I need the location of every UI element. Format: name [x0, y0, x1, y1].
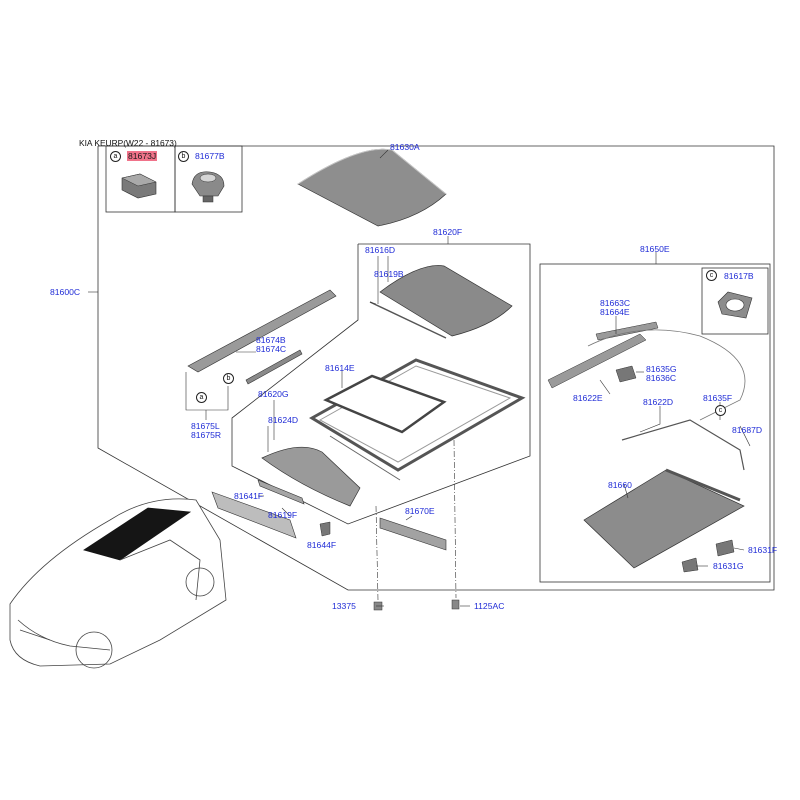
- part-label-81620G[interactable]: 81620G: [258, 389, 289, 399]
- part-label-81620F[interactable]: 81620F: [433, 227, 463, 237]
- roof-rail-left: [187, 289, 337, 373]
- glass-seal-strip: [369, 301, 447, 339]
- part-label-1125AC[interactable]: 1125AC: [474, 601, 505, 611]
- roller-blind-81660: [583, 469, 745, 569]
- roof-rail-trim: [245, 349, 303, 385]
- part-label-81660[interactable]: 81660: [608, 480, 632, 490]
- rear-glass-panel: [379, 265, 513, 337]
- sunroof-glass-icon: [297, 148, 447, 227]
- part-label-81664E[interactable]: 81664E: [600, 307, 630, 317]
- part-label-81619B[interactable]: 81619B: [374, 269, 404, 279]
- inset-box-b: [174, 145, 243, 213]
- motor-81635G: [615, 365, 637, 383]
- part-label-81670E[interactable]: 81670E: [405, 506, 435, 516]
- side-trim-81641F: [211, 491, 297, 539]
- clip-icon: [121, 173, 157, 199]
- assembly-outline: [97, 145, 775, 591]
- part-label-81675L[interactable]: 81675L: [191, 421, 220, 431]
- callout-marker-b: b: [223, 373, 234, 384]
- part-label-81630A[interactable]: 81630A: [390, 142, 420, 152]
- callout-marker-c: c: [715, 405, 726, 416]
- part-label-81622E[interactable]: 81622E: [573, 393, 603, 403]
- blind-group-outline: [539, 263, 771, 583]
- part-label-81663C[interactable]: 81663C: [600, 298, 631, 308]
- part-label-81644F[interactable]: 81644F: [307, 540, 337, 550]
- part-label-81616D[interactable]: 81616D: [365, 245, 396, 255]
- side-trim-81619F: [257, 479, 305, 505]
- part-label-81674C[interactable]: 81674C: [256, 344, 287, 354]
- grommet-icon: [191, 171, 225, 203]
- part-label-81614E[interactable]: 81614E: [325, 363, 355, 373]
- drain-trim-81670E: [379, 517, 447, 551]
- part-label-81631G[interactable]: 81631G: [713, 561, 744, 571]
- part-label-81619F[interactable]: 81619F: [268, 510, 298, 520]
- diagram-title: KIA KEURP(W22 - 81673): [79, 138, 177, 148]
- part-label-81687D[interactable]: 81687D: [732, 425, 763, 435]
- bracket-81631G: [681, 557, 699, 573]
- part-label-81677B[interactable]: 81677B: [195, 151, 225, 161]
- blind-bar: [665, 468, 741, 502]
- wind-deflector: [261, 446, 361, 507]
- guide-rail-81663C: [595, 321, 659, 341]
- part-label-81617B[interactable]: 81617B: [724, 271, 754, 281]
- fastener-1125AC: [451, 599, 460, 610]
- part-label-81673J[interactable]: 81673J: [127, 151, 158, 161]
- part-label-81636C[interactable]: 81636C: [646, 373, 677, 383]
- guide-rail-81622E: [547, 333, 647, 389]
- inset-marker-a: a: [110, 151, 121, 162]
- bracket-81631F: [715, 539, 735, 557]
- cable-guide: [587, 329, 746, 421]
- cable-81622D: [621, 419, 745, 471]
- part-label-81600C[interactable]: 81600C: [50, 287, 81, 297]
- inset-marker-c: c: [706, 270, 717, 281]
- inset-marker-b: b: [178, 151, 189, 162]
- part-label-81631F[interactable]: 81631F: [748, 545, 778, 555]
- part-label-81635G[interactable]: 81635G: [646, 364, 677, 374]
- leader-lines: [88, 149, 751, 607]
- callout-marker-a: a: [196, 392, 207, 403]
- part-label-81674B[interactable]: 81674B: [256, 335, 286, 345]
- part-label-81675R[interactable]: 81675R: [191, 430, 222, 440]
- part-label-81635F[interactable]: 81635F: [703, 393, 733, 403]
- part-label-81650E[interactable]: 81650E: [640, 244, 670, 254]
- part-label-13375[interactable]: 13375: [332, 601, 356, 611]
- part-label-81641F[interactable]: 81641F: [234, 491, 264, 501]
- seal-ring-icon: [717, 291, 753, 319]
- car-outline-icon: [9, 498, 227, 669]
- part-label-81624D[interactable]: 81624D: [268, 415, 299, 425]
- inset-box-c: [701, 267, 769, 335]
- bracket-81644F: [319, 521, 331, 537]
- sunroof-frame: [309, 358, 526, 481]
- part-label-81622D[interactable]: 81622D: [643, 397, 674, 407]
